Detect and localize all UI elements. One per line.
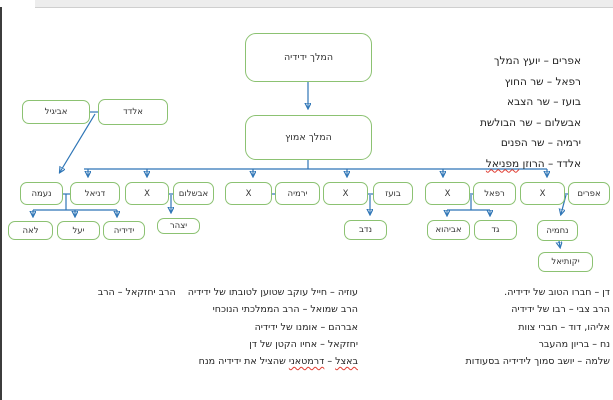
node-nechemia: נחמיה xyxy=(537,220,578,241)
node-nadav: נדב xyxy=(344,220,387,240)
legend-item: בועז – שר הצבא xyxy=(507,96,581,108)
note-item: שלמה – יושב סמוך לידידיה בסעודות xyxy=(465,356,610,368)
legend-item-text: אלדד – הרוזן xyxy=(519,157,581,170)
node-x-daniel: X xyxy=(125,182,169,205)
legend-item: ירמיה – שר הפנים xyxy=(500,137,581,149)
misspelled-word: דרמטאני xyxy=(288,356,325,368)
node-king-yedidya: המלך ידידיה xyxy=(245,33,372,82)
notes-left-column: עוזיה – חייל עוקב שטוען לטובתו של ידידיה… xyxy=(98,284,358,370)
note-item: דן – חברו הטוב של ידידיה. xyxy=(504,287,610,298)
note-item-text: – xyxy=(324,356,336,368)
node-yedidya: ידידיה xyxy=(103,221,145,240)
node-king-amotz: המלך אמוץ xyxy=(245,115,372,160)
node-yael: יעל xyxy=(57,221,100,240)
node-eldad: אלדד xyxy=(98,99,168,125)
node-avigail: אביגיל xyxy=(22,100,90,124)
node-naama: נעמה xyxy=(20,182,63,205)
node-leah: לאה xyxy=(8,221,53,240)
node-avshalom: אבשלום xyxy=(173,182,214,205)
node-x-boaz: X xyxy=(425,182,470,205)
node-x-rafael: X xyxy=(520,182,565,205)
node-yekutiel: יקותיאל xyxy=(538,252,593,272)
note-item: נח – בריון מהעבר xyxy=(538,338,610,350)
window-top-edge xyxy=(35,0,613,8)
node-x-yirmiya: X xyxy=(323,182,368,205)
node-daniel: דניאל xyxy=(70,182,120,205)
note-item-text: שהציל את ידידיה מנח xyxy=(198,356,289,368)
node-x-avshalom: X xyxy=(225,182,272,205)
note-item-text: הרב יחזקאל – הרב xyxy=(97,287,176,298)
note-item: הרב צבי – רבו של ידידיה xyxy=(511,304,610,316)
notes-right-column: דן – חברו הטוב של ידידיה. הרב צבי – רבו … xyxy=(466,284,610,370)
note-item: הרב שמואל – הרב הממלכתי הנוכחי xyxy=(212,304,358,316)
misspelled-word: באצל xyxy=(335,356,358,368)
legend-item: רפאל – שר החוץ xyxy=(504,75,581,88)
misspelled-word: מפניאל xyxy=(485,157,520,170)
node-yirmiya: ירמיה xyxy=(275,182,320,205)
note-item: יחזקאל – אחיו הקטן של דן xyxy=(249,338,358,350)
node-rafael: רפאל xyxy=(473,182,516,205)
note-item: באצל – דרמטאני שהציל את ידידיה מנח xyxy=(98,353,358,370)
legend-item: אבשלום – שר הבולשת xyxy=(479,116,581,129)
legend-item: אלדד – הרוזן מפניאל xyxy=(480,154,581,175)
ministers-legend: אפרים – יועץ המלך רפאל – שר החוץ בועז – … xyxy=(480,51,581,174)
node-yitzhar: יצהר xyxy=(157,218,200,234)
node-efraim: אפרים xyxy=(568,182,610,205)
legend-item: אפרים – יועץ המלך xyxy=(493,55,581,67)
node-boaz: בועז xyxy=(373,182,413,205)
node-gad: גד xyxy=(474,220,517,240)
note-item: אליהו, דוד – חברי צוות xyxy=(518,321,610,333)
note-item: אברהם – אומנו של ידידיה xyxy=(254,321,358,333)
note-item-text: עוזיה – חייל עוקב שטוען לטובתו של ידידיה xyxy=(187,287,358,298)
page-left-edge xyxy=(0,7,2,400)
node-avihu: אביהוא xyxy=(427,220,470,240)
note-item: עוזיה – חייל עוקב שטוען לטובתו של ידידיה… xyxy=(98,284,358,301)
